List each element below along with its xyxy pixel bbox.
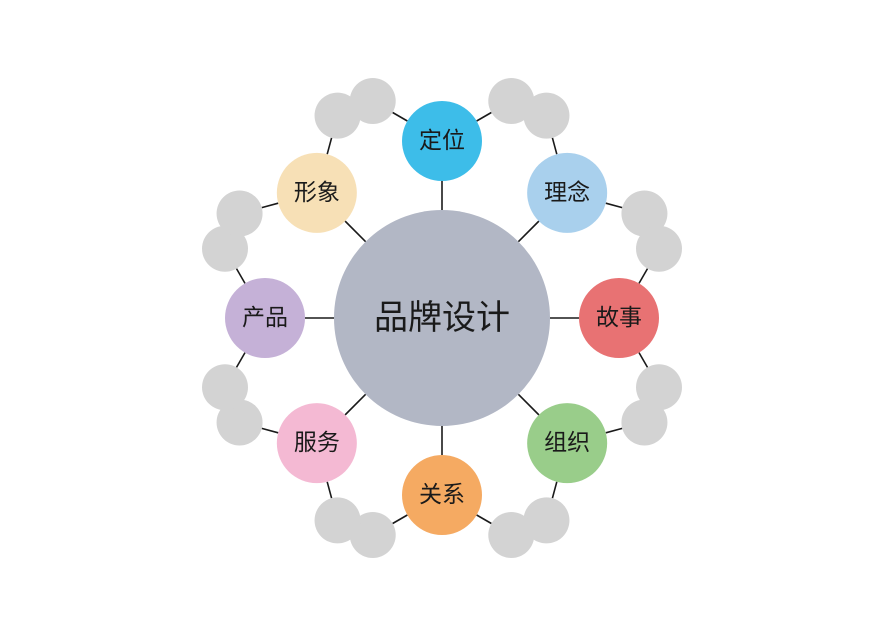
connector-zuzhi-leaf-2: [551, 481, 558, 499]
leaf-fuwu-1: [314, 497, 361, 544]
connector-guanxi-leaf-2: [392, 514, 408, 525]
leaf-guanxi-1: [488, 512, 535, 558]
leaf-chanpin-2: [202, 225, 248, 272]
connector-center-xingxiang: [344, 220, 367, 243]
branch-circle-gushi: [579, 278, 659, 358]
connector-gushi-leaf-2: [638, 352, 649, 368]
connector-fuwu-leaf-2: [261, 427, 279, 434]
branch-node-gushi: 故事: [579, 278, 659, 358]
branch-node-zuzhi: 组织: [527, 403, 608, 484]
center-node: 品牌设计: [334, 210, 550, 426]
connector-linian-leaf-1: [551, 137, 558, 155]
branch-node-chanpin: 产品: [225, 278, 305, 358]
branch-circle-xingxiang: [276, 152, 357, 233]
branch-label-guanxi: 关系: [419, 482, 465, 508]
branch-label-chanpin: 产品: [242, 305, 288, 331]
leaf-linian-1: [523, 92, 570, 139]
branch-circle-chanpin: [225, 278, 305, 358]
branch-label-fuwu: 服务: [294, 430, 340, 456]
connector-chanpin-leaf-1: [235, 352, 246, 368]
branch-node-dingwei: 定位: [402, 101, 482, 181]
connector-xingxiang-leaf-2: [326, 137, 333, 155]
leaf-xingxiang-2: [314, 92, 361, 139]
connector-center-zuzhi: [517, 393, 540, 416]
connector-dingwei-leaf-1: [392, 111, 408, 122]
leaf-gushi-2: [636, 364, 682, 411]
branch-label-zuzhi: 组织: [544, 430, 590, 456]
branch-circle-zuzhi: [527, 403, 608, 484]
leaf-dingwei-2: [488, 78, 535, 124]
connector-center-fuwu: [344, 393, 367, 416]
connector-linian-leaf-2: [605, 202, 623, 209]
connector-center-linian: [517, 220, 540, 243]
branch-node-guanxi: 关系: [402, 455, 482, 535]
leaf-dingwei-1: [349, 78, 396, 124]
branch-node-linian: 理念: [527, 152, 608, 233]
leaf-zuzhi-2: [523, 497, 570, 544]
leaf-linian-2: [621, 190, 668, 237]
connector-guanxi-leaf-1: [476, 514, 492, 525]
branch-circle-fuwu: [276, 403, 357, 484]
leaf-guanxi-2: [349, 512, 396, 558]
branch-circle-dingwei: [402, 101, 482, 181]
branch-circle-guanxi: [402, 455, 482, 535]
leaf-zuzhi-1: [621, 399, 668, 446]
connector-chanpin-leaf-2: [235, 268, 246, 284]
leaf-gushi-1: [636, 225, 682, 272]
connector-gushi-leaf-1: [638, 268, 649, 284]
leaf-chanpin-1: [202, 364, 248, 411]
leaf-xingxiang-1: [216, 190, 263, 237]
leaf-fuwu-2: [216, 399, 263, 446]
branch-node-xingxiang: 形象: [276, 152, 357, 233]
connector-xingxiang-leaf-1: [261, 202, 279, 209]
connector-fuwu-leaf-1: [326, 481, 333, 499]
branch-label-xingxiang: 形象: [294, 180, 340, 206]
branch-label-linian: 理念: [544, 180, 590, 206]
connector-lines: [235, 111, 649, 525]
connector-dingwei-leaf-2: [476, 111, 492, 122]
connector-zuzhi-leaf-1: [605, 427, 623, 434]
branch-circle-linian: [527, 152, 608, 233]
leaf-circles: [202, 78, 682, 558]
branch-label-gushi: 故事: [596, 305, 642, 331]
center-circle: [334, 210, 550, 426]
center-label: 品牌设计: [374, 298, 510, 338]
branch-label-dingwei: 定位: [419, 128, 465, 154]
branch-node-fuwu: 服务: [276, 403, 357, 484]
